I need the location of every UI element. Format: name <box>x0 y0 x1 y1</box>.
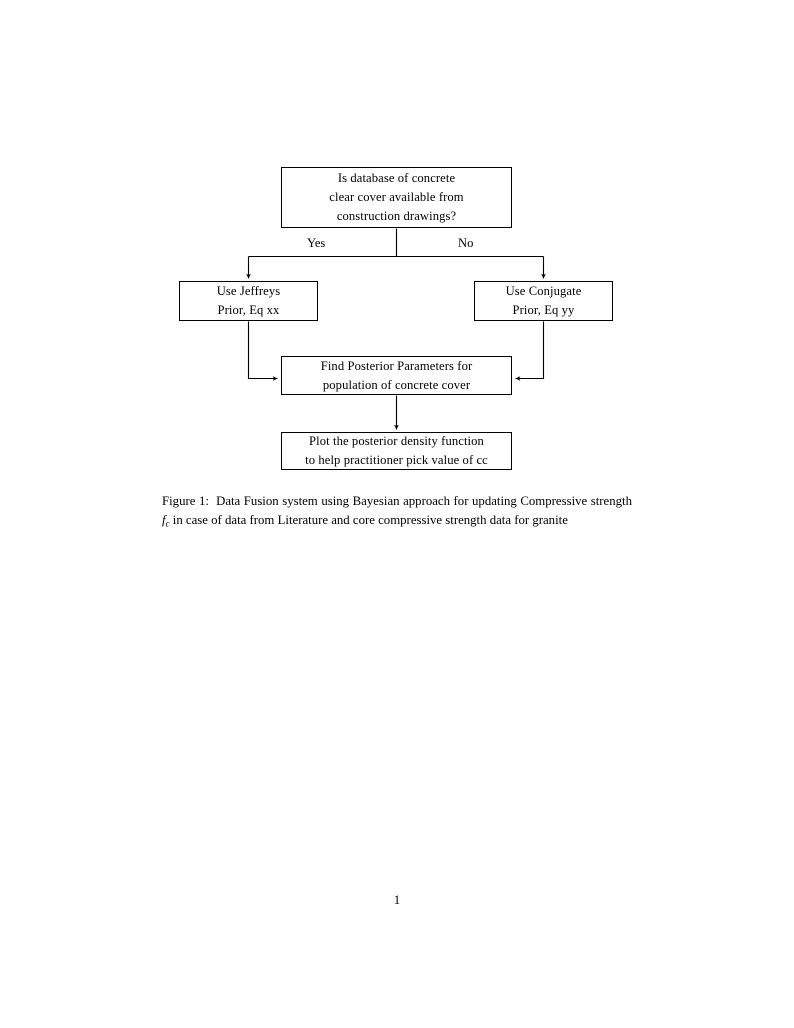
flowchart-connectors <box>246 228 546 430</box>
node-use-conjugate-prior[interactable]: Use Conjugate Prior, Eq yy <box>474 281 613 321</box>
caption-space <box>209 494 216 508</box>
caption-text-part-2: in case of data from Literature and core… <box>172 513 568 528</box>
node-line: clear cover available from <box>329 190 464 204</box>
node-line: to help practitioner pick value of cc <box>305 453 488 467</box>
edge-conjugate-to-posterior <box>515 321 545 381</box>
caption-text-part-1: Data Fusion system using Bayesian approa… <box>216 494 632 508</box>
node-line: Is database of concrete <box>337 171 456 185</box>
node-line: Use Conjugate <box>505 284 582 298</box>
edge-jeffreys-to-posterior <box>247 321 278 381</box>
node-find-posterior-parameters[interactable]: Find Posterior Parameters for population… <box>281 356 512 395</box>
node-line: population of concrete cover <box>322 377 471 392</box>
caption-math-subscript: c <box>165 518 170 529</box>
node-line: construction drawings? <box>336 209 457 223</box>
edge-label-yes: Yes <box>307 236 326 250</box>
node-line: Prior, Eq xx <box>217 303 280 317</box>
node-line: Prior, Eq yy <box>512 303 575 317</box>
node-decision-question[interactable]: Is database of concrete clear cover avai… <box>281 167 512 228</box>
node-line: Plot the posterior density function <box>309 434 484 448</box>
node-line: Use Jeffreys <box>216 284 281 298</box>
node-line: Find Posterior Parameters for <box>320 358 473 373</box>
page-number: 1 <box>393 893 401 907</box>
node-plot-posterior-density[interactable]: Plot the posterior density function to h… <box>281 432 512 470</box>
caption-label: Figure 1: <box>162 494 209 508</box>
edge-label-no: No <box>458 236 474 250</box>
caption-math-symbol: f <box>162 513 166 528</box>
figure-flowchart: Is database of concrete clear cover avai… <box>0 0 794 490</box>
figure-caption: Figure 1: Data Fusion system using Bayes… <box>162 492 632 534</box>
node-use-jeffreys-prior[interactable]: Use Jeffreys Prior, Eq xx <box>179 281 318 321</box>
